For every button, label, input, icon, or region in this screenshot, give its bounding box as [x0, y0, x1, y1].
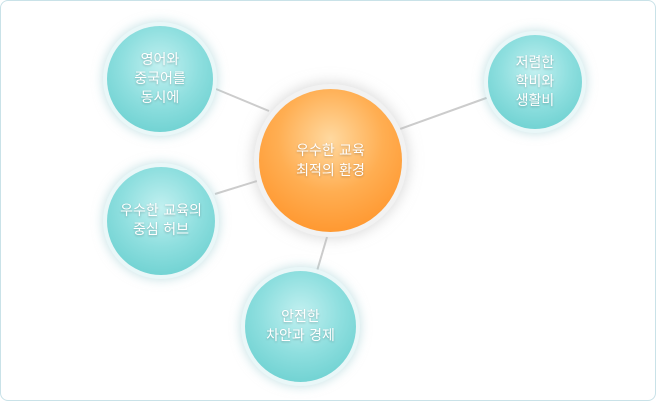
- node-top-right: 저렴한 학비와 생활비: [488, 35, 582, 129]
- node-middle-left-label: 우수한 교육의 중심 허브: [120, 203, 202, 238]
- node-top-left: 영어와 중국어를 동시에: [107, 26, 213, 132]
- node-top-right-label: 저렴한 학비와 생활비: [515, 54, 555, 109]
- node-bottom-label: 안전한 차안과 경제: [266, 308, 335, 344]
- connector-top-left: [215, 88, 270, 112]
- center-node: 우수한 교육 최적의 환경: [259, 89, 402, 232]
- center-node-label: 우수한 교육 최적의 환경: [296, 142, 365, 179]
- node-bottom: 안전한 차안과 경제: [245, 271, 356, 382]
- connector-top-right: [399, 96, 490, 130]
- connector-middle-left: [214, 180, 258, 195]
- node-middle-left: 우수한 교육의 중심 허브: [107, 167, 215, 275]
- connector-bottom: [316, 236, 328, 272]
- node-top-left-label: 영어와 중국어를 동시에: [134, 51, 186, 106]
